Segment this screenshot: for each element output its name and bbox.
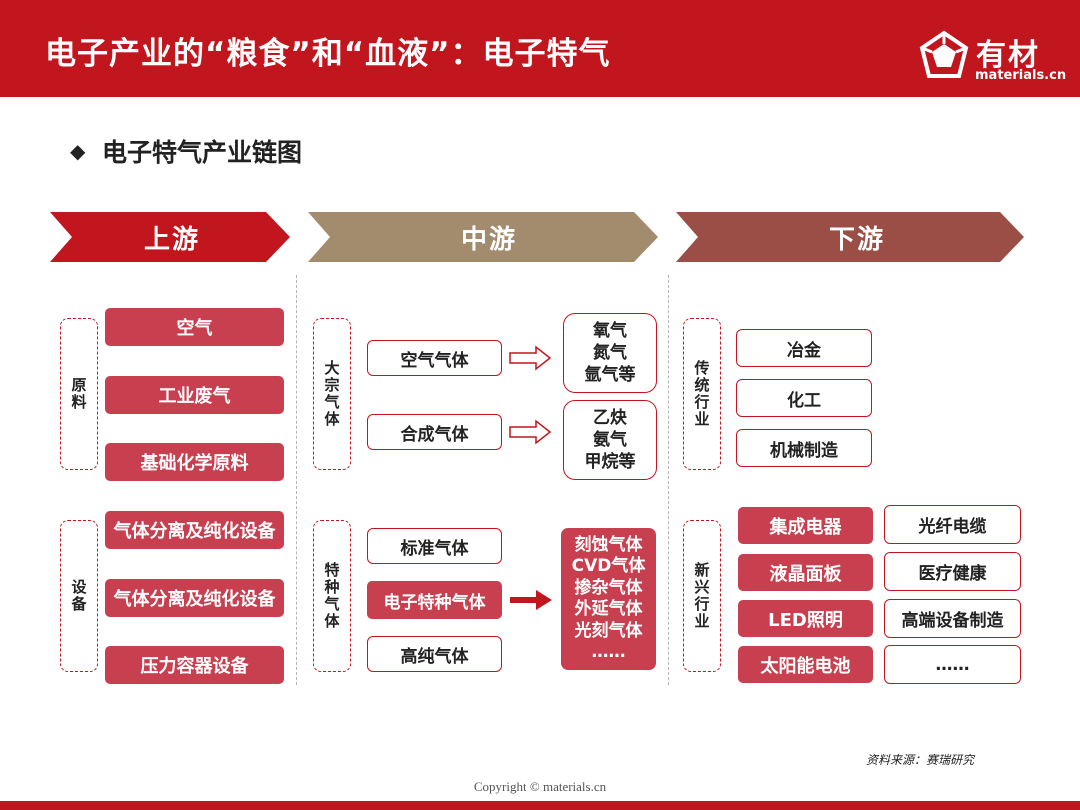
divider-upstream-midstream — [296, 275, 297, 685]
product-epitaxy-gas: 外延气体 — [574, 599, 643, 619]
group-label-equipment: 设备 — [60, 520, 98, 672]
product-lithography-gas: 光刻气体 — [574, 620, 643, 641]
product-argon: 氩气等 — [584, 365, 636, 385]
item-basic-chemical-materials: 基础化学原料 — [105, 443, 284, 481]
logo-icon — [919, 30, 969, 78]
divider-midstream-downstream — [668, 275, 669, 685]
item-more-ellipsis: …… — [884, 645, 1021, 684]
stage-arrow-downstream — [676, 212, 1024, 262]
arrow-right-outline-icon — [509, 419, 552, 445]
item-led-lighting: LED照明 — [738, 600, 873, 637]
item-integrated-circuits: 集成电器 — [738, 507, 873, 544]
item-gas-separation-equipment: 气体分离及纯化设备 — [105, 511, 284, 549]
stage-arrows — [50, 212, 1024, 262]
source-note: 资料来源：赛瑞研究 — [866, 753, 975, 767]
group-label-bulk-gases: 大宗气体 — [313, 318, 351, 470]
stage-arrow-upstream — [50, 212, 290, 262]
group-label-raw-materials: 原料 — [60, 318, 98, 470]
bulk-products-synthesis: 乙炔 氨气 甲烷等 — [563, 400, 657, 480]
logo-text: 有材 — [976, 38, 1040, 73]
item-air: 空气 — [105, 308, 284, 346]
product-oxygen: 氧气 — [593, 321, 627, 341]
item-electronic-special-gases: 电子特种气体 — [367, 581, 502, 619]
item-air-gases: 空气气体 — [367, 340, 502, 376]
product-ellipsis: …… — [591, 642, 626, 662]
item-synthesis-gases: 合成气体 — [367, 414, 502, 450]
item-machinery-manufacturing: 机械制造 — [736, 429, 872, 467]
item-pressure-vessel-equipment: 压力容器设备 — [105, 646, 284, 684]
stage-label-downstream: 下游 — [828, 224, 885, 255]
product-nitrogen: 氮气 — [593, 343, 627, 363]
logo-site: materials.cn — [975, 68, 1067, 83]
product-etching-gas: 刻蚀气体 — [574, 534, 643, 555]
item-metallurgy: 冶金 — [736, 329, 872, 367]
item-standard-gases: 标准气体 — [367, 528, 502, 564]
stage-label-upstream: 上游 — [143, 224, 200, 255]
bulk-products-air: 氧气 氮气 氩气等 — [563, 313, 657, 393]
item-medical-health: 医疗健康 — [884, 552, 1021, 591]
product-ammonia: 氨气 — [593, 430, 627, 450]
section-title: 电子特气产业链图 — [102, 138, 303, 167]
arrow-right-outline-icon — [509, 345, 552, 371]
product-methane: 甲烷等 — [584, 452, 636, 472]
item-industrial-waste-gas: 工业废气 — [105, 376, 284, 414]
arrow-right-icon — [510, 590, 552, 610]
page-title: 电子产业的“粮食”和“血液”：电子特气 — [45, 36, 611, 72]
product-cvd-gas: CVD气体 — [571, 556, 646, 576]
group-label-emerging-industries: 新兴行业 — [683, 520, 721, 672]
item-high-end-equipment: 高端设备制造 — [884, 599, 1021, 638]
item-lcd-panels: 液晶面板 — [738, 554, 873, 591]
stage-arrow-midstream — [308, 212, 658, 262]
product-acetylene: 乙炔 — [593, 408, 627, 428]
header-bar — [0, 0, 1080, 97]
copyright: Copyright © materials.cn — [473, 779, 607, 794]
item-gas-separation-equipment-2: 气体分离及纯化设备 — [105, 579, 284, 617]
item-chemical-industry: 化工 — [736, 379, 872, 417]
stage-label-midstream: 中游 — [460, 224, 517, 255]
group-label-traditional-industries: 传统行业 — [683, 318, 721, 470]
group-label-special-gases: 特种气体 — [313, 520, 351, 672]
diamond-bullet-icon: ◆ — [70, 139, 86, 163]
footer-bar — [0, 801, 1080, 810]
product-doping-gas: 掺杂气体 — [574, 577, 643, 598]
item-high-purity-gases: 高纯气体 — [367, 636, 502, 672]
item-solar-cells: 太阳能电池 — [738, 646, 873, 683]
item-fiber-optic-cable: 光纤电缆 — [884, 505, 1021, 544]
special-gas-products: 刻蚀气体 CVD气体 掺杂气体 外延气体 光刻气体 …… — [561, 528, 656, 670]
